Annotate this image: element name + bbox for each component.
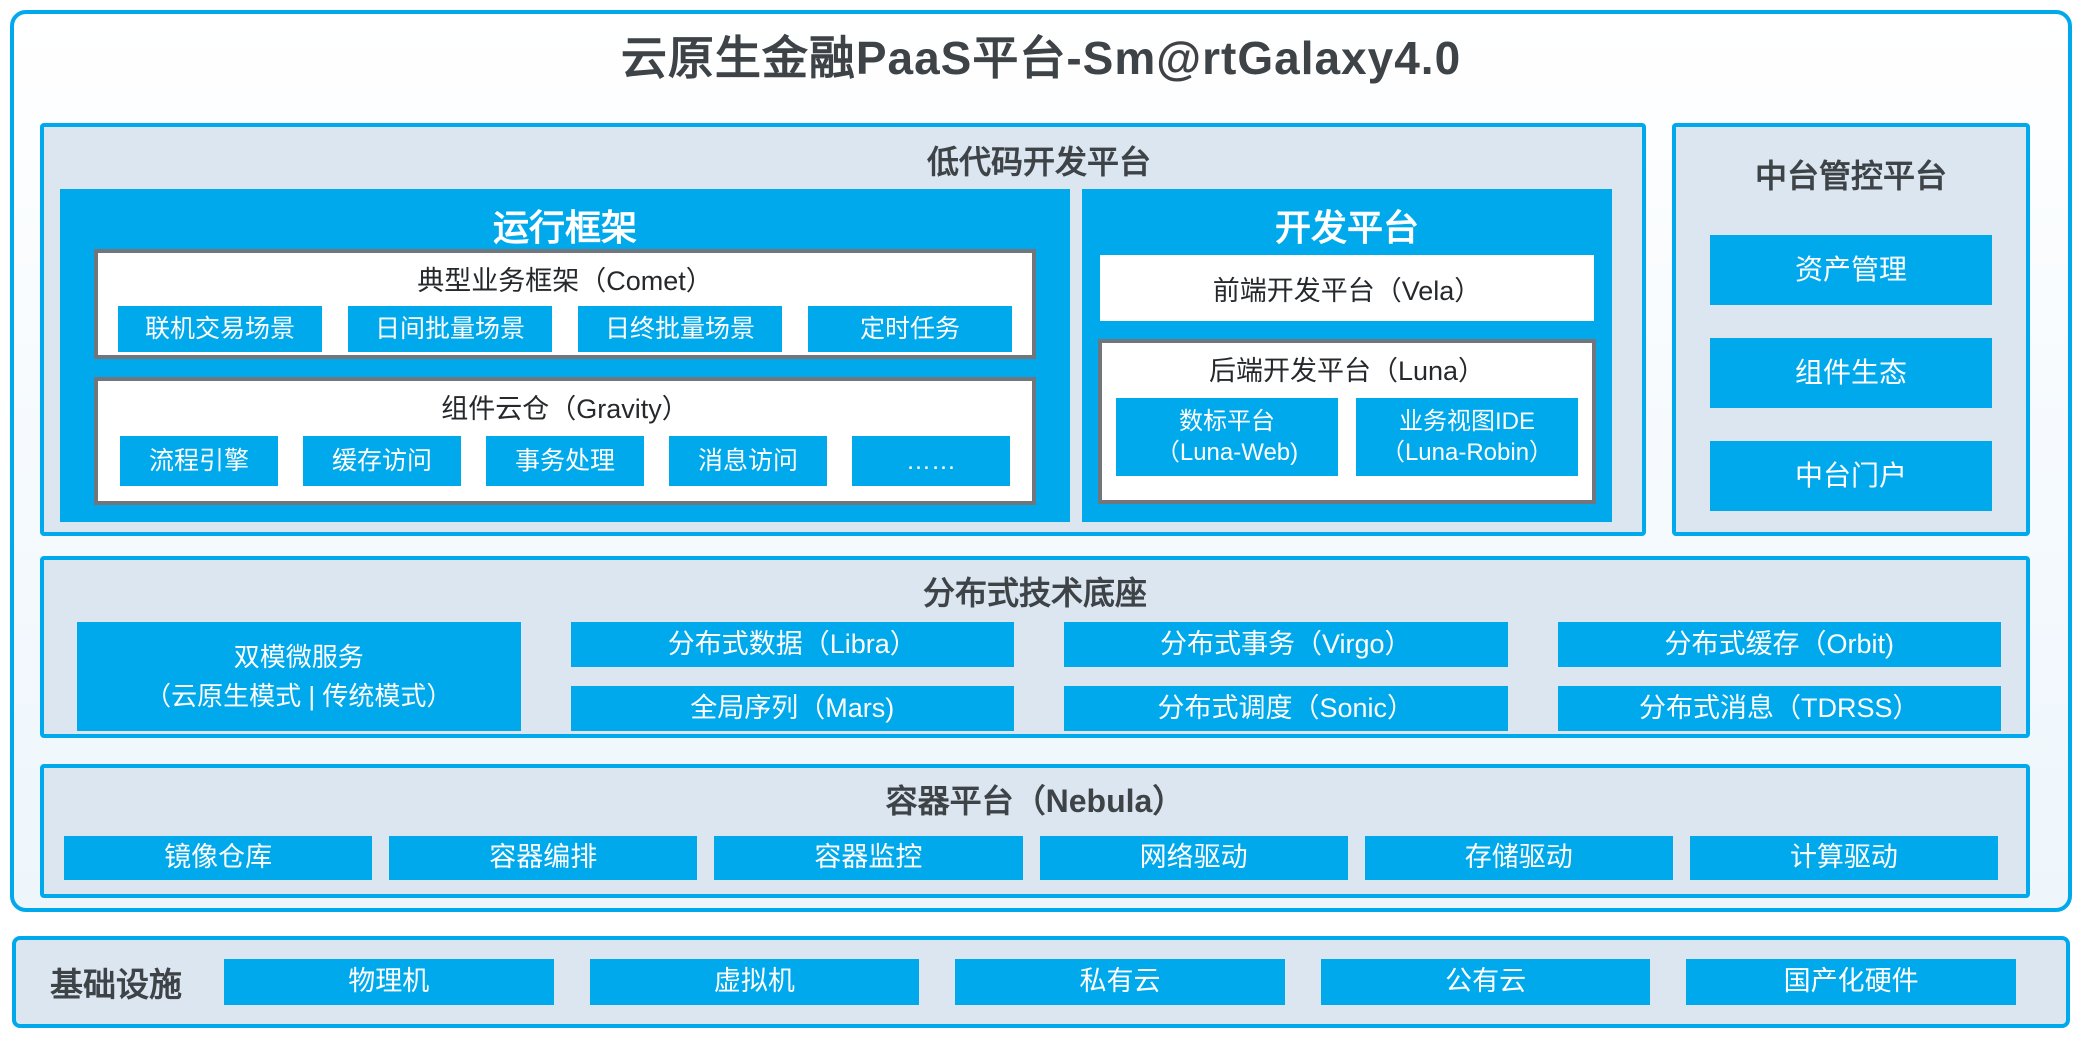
luna-robin-line1: 业务视图IDE [1398, 407, 1535, 435]
luna-items-row: 数标平台 （Luna-Web) 业务视图IDE （Luna-Robin） [1102, 398, 1592, 476]
container-block: 容器编排 [389, 836, 698, 880]
distributed-block: 全局序列（Mars) [570, 686, 1014, 731]
dual-mode-microservice-block: 双模微服务 （云原生模式 | 传统模式） [77, 622, 521, 731]
dev-platform-title: 开发平台 [1274, 207, 1419, 248]
luna-robin-block: 业务视图IDE （Luna-Robin） [1356, 398, 1578, 476]
infrastructure-block: 虚拟机 [589, 959, 920, 1005]
vela-frontend-block: 前端开发平台（Vela） [1100, 255, 1594, 321]
distributed-col-2: 分布式事务（Virgo） 分布式调度（Sonic） [1064, 622, 1508, 731]
gravity-block: 流程引擎 [120, 436, 278, 486]
lowcode-platform-title: 低代码开发平台 [926, 144, 1152, 180]
gravity-block: 事务处理 [486, 436, 644, 486]
dual-mode-line1: 双模微服务 [233, 641, 364, 672]
midplatform-block: 组件生态 [1710, 338, 1992, 408]
distributed-base-title: 分布式技术底座 [922, 575, 1147, 611]
gravity-items-row: 流程引擎 缓存访问 事务处理 消息访问 …… [98, 436, 1032, 486]
luna-web-block: 数标平台 （Luna-Web) [1116, 398, 1338, 476]
comet-block: 日终批量场景 [578, 306, 782, 352]
luna-backend-box: 后端开发平台（Luna） 数标平台 （Luna-Web) 业务视图IDE （Lu… [1098, 339, 1596, 504]
infrastructure-block: 国产化硬件 [1686, 959, 2016, 1005]
midplatform-panel: 中台管控平台 资产管理 组件生态 中台门户 [1672, 123, 2030, 536]
gravity-block: 消息访问 [669, 436, 827, 486]
container-block: 镜像仓库 [64, 836, 373, 880]
distributed-block: 分布式调度（Sonic） [1064, 686, 1508, 731]
distributed-col-3: 分布式缓存（Orbit) 分布式消息（TDRSS） [1557, 622, 2001, 731]
distributed-col-1: 分布式数据（Libra） 全局序列（Mars) [570, 622, 1014, 731]
lowcode-platform-panel: 低代码开发平台 运行框架 典型业务框架（Comet） 联机交易场景 日间批量场景… [40, 123, 1646, 536]
dev-platform-box: 开发平台 前端开发平台（Vela） 后端开发平台（Luna） 数标平台 （Lun… [1082, 189, 1612, 522]
distributed-block: 分布式事务（Virgo） [1064, 622, 1508, 667]
runtime-framework-box: 运行框架 典型业务框架（Comet） 联机交易场景 日间批量场景 日终批量场景 … [60, 189, 1070, 522]
gravity-warehouse-box: 组件云仓（Gravity） 流程引擎 缓存访问 事务处理 消息访问 …… [94, 377, 1036, 505]
infrastructure-block: 公有云 [1320, 959, 1651, 1005]
container-platform-panel: 容器平台（Nebula） 镜像仓库 容器编排 容器监控 网络驱动 存储驱动 计算… [40, 764, 2030, 898]
luna-robin-line2: （Luna-Robin） [1380, 439, 1554, 466]
comet-items-row: 联机交易场景 日间批量场景 日终批量场景 定时任务 [98, 306, 1032, 352]
gravity-block: …… [852, 436, 1010, 486]
distributed-grid: 双模微服务 （云原生模式 | 传统模式） 分布式数据（Libra） 全局序列（M… [77, 622, 2001, 731]
comet-block: 定时任务 [808, 306, 1012, 352]
dual-mode-line2: （云原生模式 | 传统模式） [145, 680, 453, 711]
infrastructure-block: 物理机 [224, 959, 554, 1005]
runtime-framework-title: 运行框架 [492, 207, 637, 248]
distributed-block: 分布式缓存（Orbit) [1557, 622, 2001, 667]
comet-block: 日间批量场景 [348, 306, 552, 352]
page-title: 云原生金融PaaS平台-Sm@rtGalaxy4.0 [620, 32, 1462, 84]
midplatform-block: 中台门户 [1710, 441, 1992, 511]
container-platform-title: 容器平台（Nebula） [885, 783, 1185, 819]
midplatform-items: 资产管理 组件生态 中台门户 [1710, 235, 1992, 511]
luna-web-line1: 数标平台 [1179, 407, 1275, 435]
container-items-row: 镜像仓库 容器编排 容器监控 网络驱动 存储驱动 计算驱动 [64, 836, 1999, 880]
infrastructure-panel: 基础设施 物理机 虚拟机 私有云 公有云 国产化硬件 [12, 936, 2070, 1028]
comet-framework-box: 典型业务框架（Comet） 联机交易场景 日间批量场景 日终批量场景 定时任务 [94, 249, 1036, 359]
distributed-block: 分布式数据（Libra） [570, 622, 1014, 667]
infrastructure-title: 基础设施 [50, 966, 182, 1003]
gravity-block: 缓存访问 [303, 436, 461, 486]
infrastructure-items-row: 物理机 虚拟机 私有云 公有云 国产化硬件 [224, 959, 2016, 1005]
comet-block: 联机交易场景 [118, 306, 322, 352]
comet-framework-title: 典型业务框架（Comet） [417, 266, 713, 296]
midplatform-block: 资产管理 [1710, 235, 1992, 305]
container-block: 计算驱动 [1689, 836, 1999, 880]
luna-backend-title: 后端开发平台（Luna） [1208, 356, 1486, 386]
container-block: 存储驱动 [1364, 836, 1673, 880]
infrastructure-block: 私有云 [955, 959, 1285, 1005]
distributed-base-panel: 分布式技术底座 双模微服务 （云原生模式 | 传统模式） 分布式数据（Libra… [40, 556, 2030, 738]
midplatform-title: 中台管控平台 [1754, 158, 1947, 194]
luna-web-line2: （Luna-Web) [1155, 439, 1299, 466]
distributed-block: 分布式消息（TDRSS） [1557, 686, 2001, 731]
container-block: 容器监控 [714, 836, 1023, 880]
gravity-warehouse-title: 组件云仓（Gravity） [441, 394, 689, 424]
distributed-col-dual: 双模微服务 （云原生模式 | 传统模式） [77, 622, 521, 731]
container-block: 网络驱动 [1039, 836, 1348, 880]
